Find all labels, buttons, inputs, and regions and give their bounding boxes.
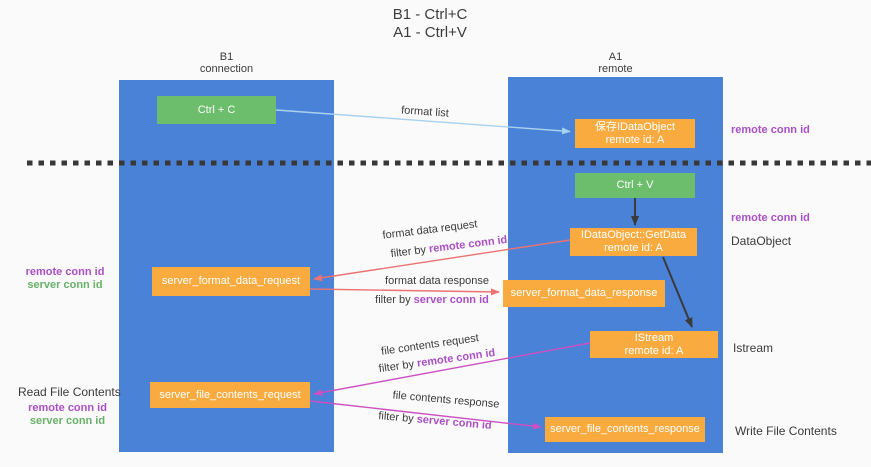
remote-conn-id-annotation-1: remote conn id	[731, 124, 810, 136]
istream-line2: remote id: A	[624, 344, 684, 357]
server-format-data-request-box: server_format_data_request	[152, 267, 310, 296]
diagram-title-line2: A1 - Ctrl+V	[393, 24, 467, 41]
filter-by-text: filter by	[378, 357, 418, 376]
dataobject-annotation: DataObject	[731, 234, 792, 248]
read-file-contents-annotation: Read File Contents	[18, 385, 121, 399]
istream-annotation: Istream	[733, 341, 774, 355]
lane-a1-subtitle: remote	[598, 63, 633, 75]
idataobject-getdata-line1: IDataObject::GetData	[580, 229, 687, 241]
lane-header-b1: B1 connection	[119, 51, 334, 75]
server-conn-id-text: server conn id	[413, 294, 489, 306]
server-file-contents-request-label: server_file_contents_request	[159, 388, 301, 401]
istream-box: IStream remote id: A	[590, 331, 718, 358]
idataobject-getdata-box: IDataObject::GetData remote id: A	[570, 228, 697, 256]
arrow-format-data-response	[309, 288, 500, 296]
filter-by-server-conn-id-label-2: filter by server conn id	[378, 410, 492, 432]
ctrl-c-label: Ctrl + C	[197, 103, 236, 116]
server-format-data-request-label: server_format_data_request	[161, 275, 301, 287]
lane-b1-title: B1	[219, 51, 234, 63]
server-conn-id-text: server conn id	[416, 413, 493, 432]
ctrl-v-label: Ctrl + V	[616, 179, 654, 191]
save-idataobject-line1: 保存IDataObject	[594, 120, 676, 133]
lane-a1-title: A1	[608, 51, 623, 63]
server-conn-id-text: server conn id	[29, 415, 106, 427]
server-format-data-response-label: server_format_data_response	[510, 287, 658, 299]
ctrl-c-box: Ctrl + C	[157, 96, 276, 124]
ctrl-v-box: Ctrl + V	[575, 173, 695, 198]
diagram-title: B1 - Ctrl+C A1 - Ctrl+V	[350, 6, 510, 42]
format-list-label: format list	[400, 104, 450, 120]
remote-conn-id-text: remote conn id	[428, 233, 508, 256]
lane-header-a1: A1 remote	[508, 51, 723, 75]
idataobject-getdata-line2: remote id: A	[604, 242, 663, 254]
file-contents-response-label: file contents response	[392, 389, 500, 411]
filter-by-server-conn-id-label-1: filter by server conn id	[375, 294, 489, 306]
write-file-contents-annotation: Write File Contents	[735, 424, 837, 438]
server-format-data-response-box: server_format_data_response	[503, 280, 665, 307]
save-idataobject-line2: remote id: A	[605, 133, 665, 146]
filter-by-text: filter by	[390, 243, 430, 261]
left-conn-id-annotation-1: remote conn id server conn id	[20, 266, 110, 292]
server-file-contents-response-box: server_file_contents_response	[545, 417, 705, 442]
lane-b1-subtitle: connection	[199, 63, 254, 75]
remote-conn-id-text: remote conn id	[28, 402, 107, 414]
remote-conn-id-annotation-2: remote conn id	[731, 212, 810, 224]
server-file-contents-request-box: server_file_contents_request	[150, 382, 310, 408]
format-data-response-label: format data response	[385, 275, 489, 287]
filter-by-text: filter by	[375, 294, 414, 306]
diagram-title-line1: B1 - Ctrl+C	[392, 6, 468, 23]
server-file-contents-response-label: server_file_contents_response	[550, 423, 700, 435]
server-conn-id-text: server conn id	[27, 279, 103, 291]
filter-by-text: filter by	[377, 410, 418, 426]
istream-line1: IStream	[634, 331, 674, 344]
save-idataobject-box: 保存IDataObject remote id: A	[575, 119, 695, 148]
remote-conn-id-text: remote conn id	[25, 266, 105, 278]
left-conn-id-annotation-2: remote conn id server conn id	[20, 402, 115, 428]
